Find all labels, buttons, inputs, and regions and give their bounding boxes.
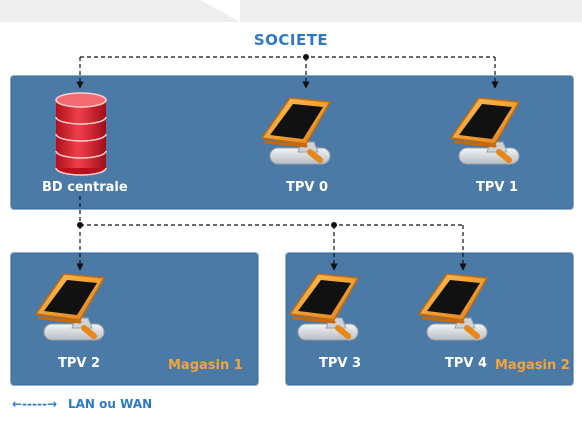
tpv1-icon bbox=[451, 98, 519, 164]
tpv2-label: TPV 2 bbox=[58, 356, 101, 371]
tpv2-icon bbox=[36, 274, 104, 340]
db-label: BD centrale bbox=[42, 180, 128, 195]
tpv0-icon bbox=[262, 98, 330, 164]
lan-bottom-link bbox=[76, 196, 467, 271]
db-junction bbox=[77, 222, 83, 228]
tpv3-label: TPV 3 bbox=[319, 356, 362, 371]
tpv4-icon bbox=[419, 274, 487, 340]
legend-arrow: ←-----→ bbox=[12, 397, 58, 411]
company-title: SOCIETE bbox=[253, 31, 329, 49]
tpv1-label: TPV 1 bbox=[476, 180, 519, 195]
legend-label: LAN ou WAN bbox=[68, 397, 153, 411]
top-junction bbox=[303, 54, 309, 60]
database-icon bbox=[55, 92, 107, 176]
tpv0-label: TPV 0 bbox=[286, 180, 329, 195]
bottom-junction bbox=[331, 222, 337, 228]
tpv4-label: TPV 4 bbox=[445, 356, 488, 371]
wan-top-link bbox=[76, 56, 499, 89]
top-band-slant bbox=[200, 0, 240, 22]
magasin1-label: Magasin 1 bbox=[168, 358, 243, 373]
magasin2-label: Magasin 2 bbox=[495, 358, 570, 373]
tpv3-icon bbox=[290, 274, 358, 340]
top-band bbox=[0, 0, 582, 22]
